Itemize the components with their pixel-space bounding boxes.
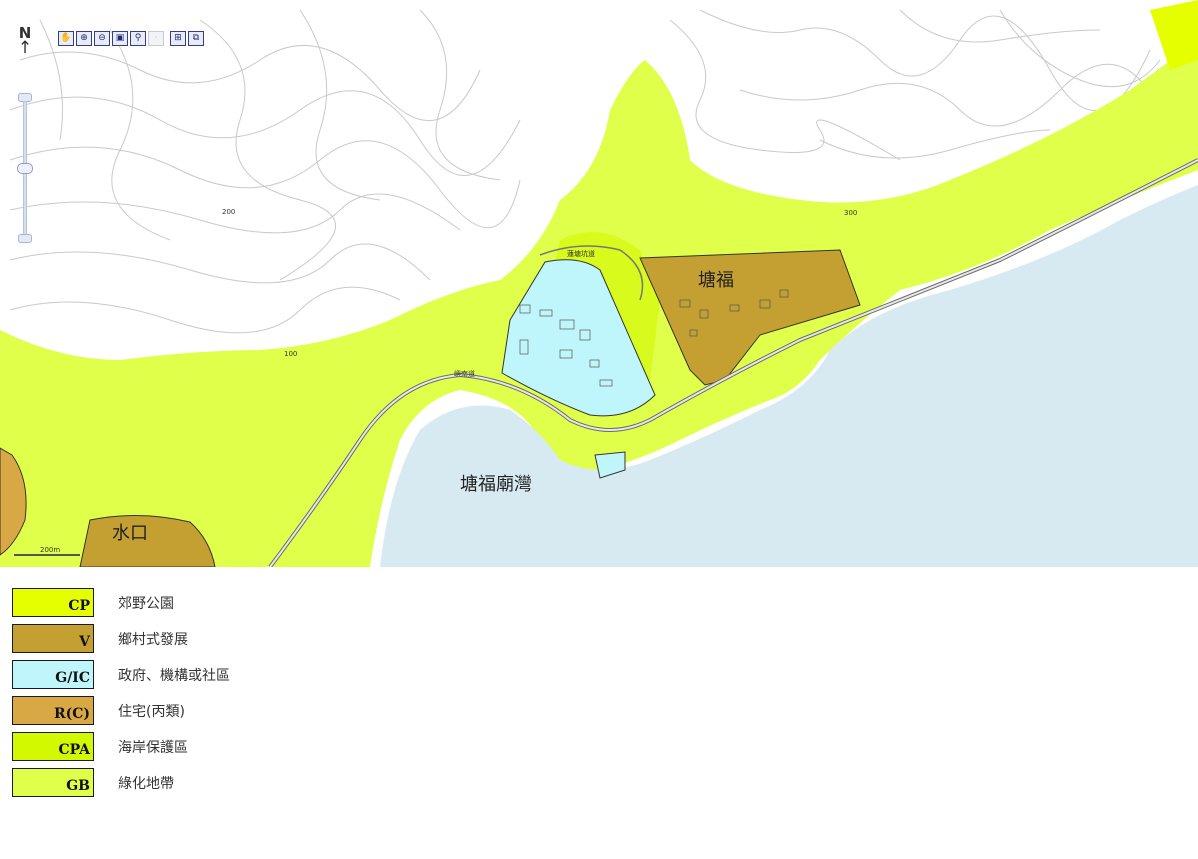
legend-row: CP 郊野公園	[12, 588, 412, 624]
legend-label: 政府、機構或社區	[118, 668, 230, 684]
legend-swatch: G/IC	[12, 660, 94, 689]
legend-row: G/IC 政府、機構或社區	[12, 660, 412, 696]
full-extent-button[interactable]: ▣	[112, 31, 128, 46]
legend-label: 鄉村式發展	[118, 632, 188, 648]
contour-label-100: 100	[284, 350, 298, 358]
sea-area	[380, 185, 1198, 567]
country-park-zone[interactable]	[1150, 0, 1198, 70]
side-road	[539, 245, 644, 301]
gic-zone-small[interactable]	[594, 451, 626, 479]
disabled-tool-button: ·	[148, 31, 164, 46]
south-lantau-road-inner	[269, 159, 1198, 567]
scale-bar: 200m	[14, 546, 84, 558]
place-label-tong-fuk: 塘福	[698, 270, 734, 291]
road-label-south-lantau: 嶼南道	[454, 370, 475, 378]
legend-row: V 鄉村式發展	[12, 624, 412, 660]
zoom-box-button[interactable]: ⧉	[188, 31, 204, 46]
contour-lines	[9, 9, 1161, 334]
legend: CP 郊野公園 V 鄉村式發展 G/IC 政府、機構或社區 R(C) 住宅(丙類) CPA 海岸保…	[12, 588, 412, 804]
legend-row: R(C) 住宅(丙類)	[12, 696, 412, 732]
legend-swatch: CP	[12, 588, 94, 617]
zoning-map[interactable]: N ↑ ✋ ⊕ ⊖ ▣ ⚲ · ⊞ ⧉ 塘福 塘福廟灣 水口 嶼南道 蓮塘坑道 100 200…	[0, 0, 1198, 567]
legend-label: 郊野公園	[118, 596, 174, 612]
map-toolbar: ✋ ⊕ ⊖ ▣ ⚲ · ⊞ ⧉	[58, 31, 204, 46]
zoom-knob[interactable]	[17, 163, 33, 174]
full-extent-icon: ▣	[115, 33, 125, 43]
zoom-slider[interactable]	[16, 93, 34, 243]
pan-button[interactable]: ✋	[58, 31, 74, 46]
map-canvas[interactable]	[0, 0, 1198, 567]
zoom-in-button[interactable]: ⊕	[76, 31, 92, 46]
legend-label: 綠化地帶	[118, 776, 174, 792]
residential-c-zone[interactable]	[0, 447, 27, 556]
legend-code: CP	[68, 598, 90, 614]
place-label-shui-hau: 水口	[112, 523, 148, 544]
zoom-in-icon: ⊕	[80, 33, 88, 43]
scale-line	[14, 554, 80, 556]
legend-swatch: V	[12, 624, 94, 653]
north-label: N	[18, 24, 32, 42]
legend-code: V	[79, 634, 90, 650]
zoom-out-button[interactable]: ⊖	[94, 31, 110, 46]
legend-row: GB 綠化地帶	[12, 768, 412, 804]
legend-label: 海岸保護區	[118, 740, 188, 756]
village-zone-shui-hau[interactable]	[79, 514, 216, 567]
legend-swatch: R(C)	[12, 696, 94, 725]
legend-code: R(C)	[53, 706, 90, 722]
zoom-box-icon: ⧉	[192, 33, 200, 43]
identify-button[interactable]: ⚲	[130, 31, 146, 46]
north-arrow-icon: ↑	[17, 38, 33, 58]
village-zone-tong-fuk[interactable]	[639, 249, 861, 386]
legend-code: CPA	[58, 742, 90, 758]
scale-label: 200m	[40, 546, 61, 554]
zoom-out-cap[interactable]	[18, 234, 32, 243]
legend-row: CPA 海岸保護區	[12, 732, 412, 768]
road-label-north: 蓮塘坑道	[567, 250, 595, 258]
legend-swatch: CPA	[12, 732, 94, 761]
contour-label-300: 300	[844, 209, 858, 217]
zoom-out-icon: ⊖	[98, 33, 106, 43]
contour-label-200: 200	[222, 208, 236, 216]
north-arrow: N ↑	[14, 24, 36, 58]
legend-code: G/IC	[55, 670, 90, 686]
disabled-tool-icon: ·	[154, 33, 158, 43]
building-footprints	[519, 289, 789, 387]
identify-icon: ⚲	[134, 33, 142, 43]
pan-icon: ✋	[60, 33, 72, 43]
gic-zone[interactable]	[501, 259, 656, 417]
place-label-tong-fuk-miu-wan: 塘福廟灣	[460, 474, 532, 495]
center-button[interactable]: ⊞	[170, 31, 186, 46]
legend-code: GB	[66, 778, 90, 794]
center-icon: ⊞	[174, 33, 182, 43]
legend-label: 住宅(丙類)	[118, 704, 185, 720]
legend-swatch: GB	[12, 768, 94, 797]
